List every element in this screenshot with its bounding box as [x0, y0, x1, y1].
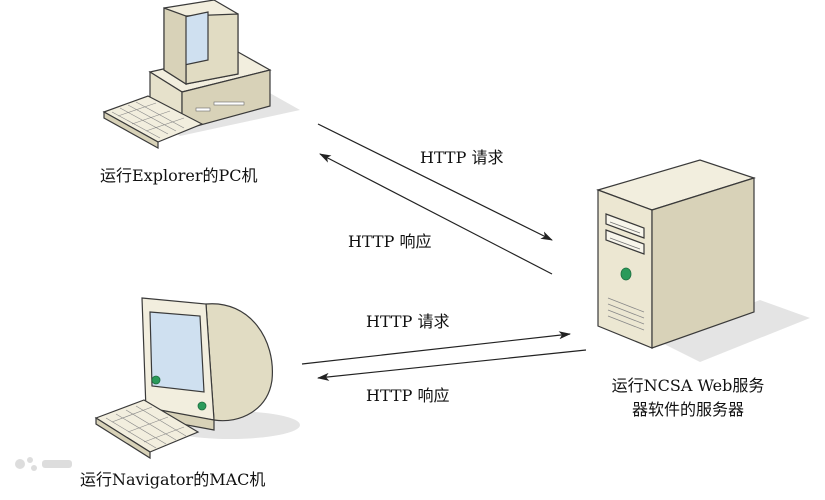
- mac-request-label: HTTP 请求: [366, 312, 450, 331]
- mac-request-arrow: [301, 331, 571, 365]
- pc-request-arrow: [317, 123, 553, 241]
- server-tower-icon: [596, 159, 810, 362]
- watermark-logo-icon: [15, 457, 72, 471]
- mac-response-arrow: [317, 349, 587, 381]
- mac-client-label: 运行Navigator的MAC机: [80, 470, 266, 489]
- server-label-line1: 运行NCSA Web服务: [611, 376, 765, 395]
- server-label-line2: 器软件的服务器: [631, 400, 745, 419]
- mac-computer-icon: [94, 297, 300, 460]
- pc-computer-icon: [102, 0, 300, 150]
- mac-response-label: HTTP 响应: [366, 386, 450, 405]
- pc-response-label: HTTP 响应: [348, 232, 432, 251]
- pc-request-label: HTTP 请求: [420, 148, 504, 167]
- pc-response-arrow: [319, 153, 553, 275]
- pc-client-label: 运行Explorer的PC机: [100, 166, 258, 185]
